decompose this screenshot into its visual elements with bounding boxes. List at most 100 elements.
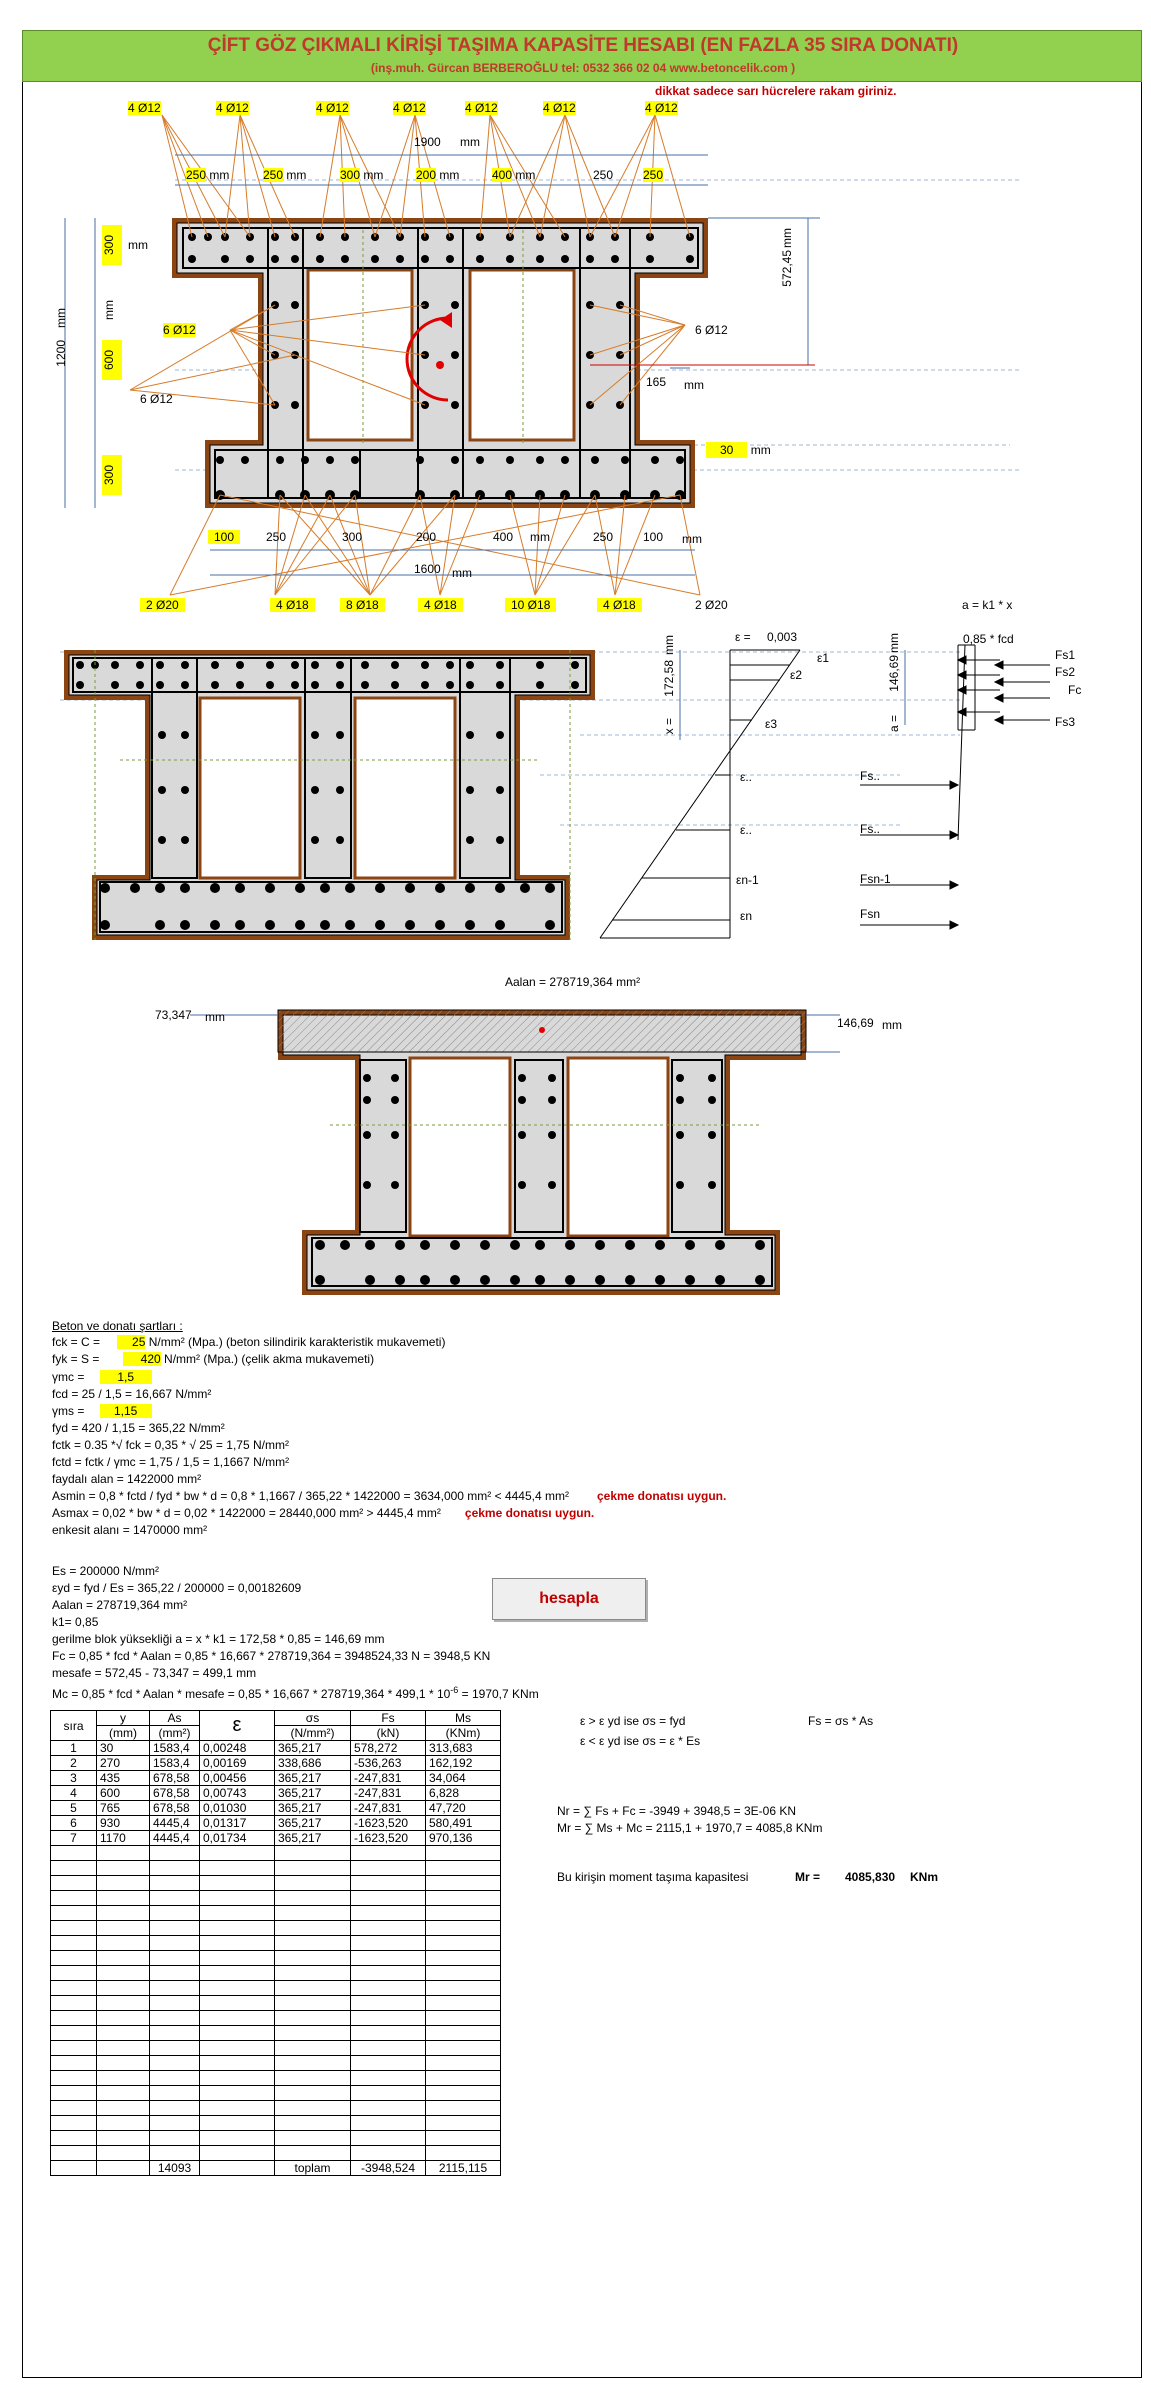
table-cell — [50, 2115, 97, 2131]
bot-bar-label: 2 Ø20 — [695, 598, 728, 612]
table-row — [50, 1875, 501, 1891]
table-cell: 162,192 — [425, 1755, 501, 1771]
table-cell — [149, 1965, 200, 1981]
table-cell — [425, 1860, 501, 1876]
fyk-input[interactable]: 420 — [122, 1352, 161, 1366]
table-row — [50, 2010, 501, 2026]
table-cell: 765 — [96, 1800, 150, 1816]
table-cell — [425, 2085, 501, 2101]
table-cell — [274, 2025, 351, 2041]
table-cell — [199, 1860, 275, 1876]
table-cell — [96, 1965, 150, 1981]
table-row — [50, 2130, 501, 2146]
table-cell — [274, 1845, 351, 1861]
table-cell: 6,828 — [425, 1785, 501, 1801]
top-bar-label: 4 Ø12 — [543, 101, 576, 115]
fctd-row: fctd = fctk / γmc = 1,75 / 1,5 = 1,1667 … — [52, 1455, 290, 1469]
hesapla-button[interactable]: hesapla — [492, 1578, 646, 1620]
table-cell: 930 — [96, 1815, 150, 1831]
table-cell: 365,217 — [274, 1800, 351, 1816]
bot-width-6: 250 — [593, 530, 614, 544]
col-header: Fs — [350, 1710, 426, 1726]
gmc-input[interactable]: 1,5 — [99, 1370, 152, 1384]
col-unit: (KNm) — [425, 1725, 501, 1741]
params-heading: Beton ve donatı şartları : — [52, 1319, 183, 1333]
table-row — [50, 1890, 501, 1906]
neutral-axis-depth: 172,58 — [662, 660, 676, 697]
block-depth: 146,69 — [887, 655, 901, 692]
table-cell — [425, 2025, 501, 2041]
compression-area-drawing — [190, 1009, 840, 1295]
table-cell: 678,58 — [149, 1770, 200, 1786]
table-cell: -247,831 — [350, 1785, 426, 1801]
table-cell — [274, 2085, 351, 2101]
table-cell: 365,217 — [274, 1740, 351, 1756]
bot-total-width: 1600 — [414, 562, 441, 576]
table-cell — [50, 2085, 97, 2101]
table-cell — [350, 1860, 426, 1876]
table-cell — [274, 1905, 351, 1921]
effective-depth: 572,45 — [780, 250, 794, 287]
table-cell — [149, 2115, 200, 2131]
section-drawing — [64, 114, 1020, 596]
fck-input[interactable]: 25 — [117, 1335, 146, 1349]
gms-input[interactable]: 1,15 — [99, 1404, 152, 1418]
table-cell — [199, 2145, 275, 2161]
table-cell — [50, 1875, 97, 1891]
table-cell — [50, 2010, 97, 2026]
table-footer-cell: 14093 — [149, 2160, 200, 2176]
table-cell: 1583,4 — [149, 1755, 200, 1771]
side-bars-left: 6 Ø12 — [163, 323, 196, 337]
table-cell — [199, 1965, 275, 1981]
table-cell: 7 — [50, 1830, 97, 1846]
table-cell — [96, 1875, 150, 1891]
table-cell — [50, 2100, 97, 2116]
mesafe-row: mesafe = 572,45 - 73,347 = 499,1 mm — [52, 1666, 257, 1680]
table-cell — [350, 2100, 426, 2116]
total-height: 1200 — [54, 340, 68, 367]
table-footer-cell — [96, 2160, 150, 2176]
table-cell — [350, 2145, 426, 2161]
table-cell — [50, 2055, 97, 2071]
top-width-4: 200 mm — [416, 168, 460, 182]
table-cell — [350, 1890, 426, 1906]
table-cell — [199, 1875, 275, 1891]
bot-width-2: 250 — [266, 530, 287, 544]
table-cell — [425, 1845, 501, 1861]
table-cell — [199, 2100, 275, 2116]
asmax-row: Asmax = 0,02 * bw * d = 0,02 * 1422000 =… — [52, 1506, 595, 1520]
table-cell — [199, 2130, 275, 2146]
table-cell — [350, 2070, 426, 2086]
table-cell — [50, 2040, 97, 2056]
table-cell — [96, 2100, 150, 2116]
table-cell — [425, 1875, 501, 1891]
table-row — [50, 2085, 501, 2101]
table-cell — [96, 2115, 150, 2131]
table-cell: 365,217 — [274, 1785, 351, 1801]
table-cell: 30 — [96, 1740, 150, 1756]
table-row — [50, 1950, 501, 1966]
table-cell — [149, 1860, 200, 1876]
table-cell — [149, 1845, 200, 1861]
table-cell — [149, 2025, 200, 2041]
table-cell: 0,01030 — [199, 1800, 275, 1816]
table-cell — [199, 1890, 275, 1906]
table-cell — [149, 2055, 200, 2071]
table-cell — [96, 1845, 150, 1861]
table-cell — [274, 2130, 351, 2146]
table-row — [50, 1860, 501, 1876]
table-cell — [50, 1965, 97, 1981]
table-cell — [350, 2025, 426, 2041]
table-cell — [199, 1905, 275, 1921]
col-header: sıra — [50, 1710, 97, 1741]
table-cell: 313,683 — [425, 1740, 501, 1756]
table-cell — [274, 1980, 351, 1996]
fctk-row: fctk = 0.35 *√ fck = 0,35 * √ 25 = 1,75 … — [52, 1438, 289, 1452]
table-cell — [425, 2010, 501, 2026]
table-cell — [425, 2100, 501, 2116]
table-cell — [199, 1920, 275, 1936]
table-cell — [149, 1890, 200, 1906]
table-row — [50, 2040, 501, 2056]
